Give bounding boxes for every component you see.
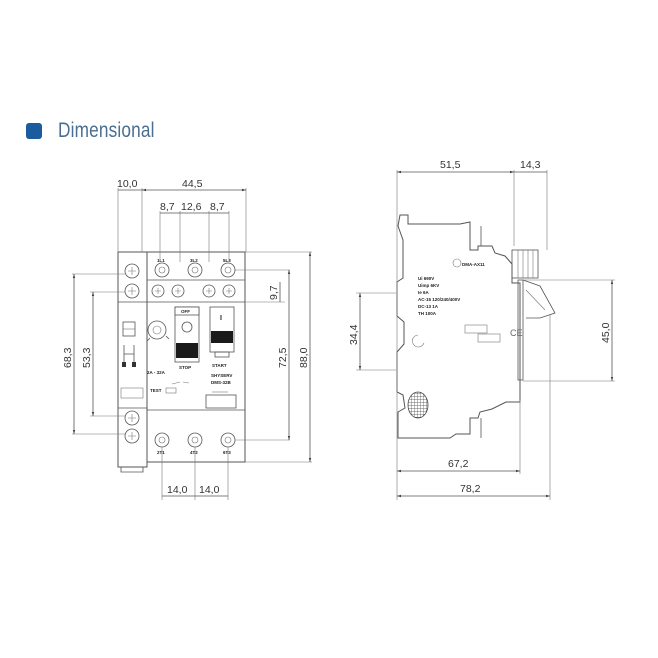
svg-text:START: START bbox=[212, 363, 227, 368]
svg-text:14,3: 14,3 bbox=[520, 159, 541, 171]
svg-text:TH 100A: TH 100A bbox=[418, 311, 437, 316]
svg-text:68,3: 68,3 bbox=[62, 347, 74, 368]
controls-panel: OFF STOP I START SHYSERV DMS-32B 2A - 32… bbox=[120, 306, 237, 409]
svg-text:Uimp 6KV: Uimp 6KV bbox=[418, 283, 439, 288]
svg-text:45,0: 45,0 bbox=[600, 322, 612, 343]
svg-text:34,4: 34,4 bbox=[348, 324, 360, 345]
section-title: Dimensional bbox=[58, 119, 155, 142]
front-dimensions: 10,0 44,5 8,7 12,6 8,7 9,7 72,5 88,0 bbox=[62, 178, 312, 500]
svg-text:AC-15 120/240/400V: AC-15 120/240/400V bbox=[418, 297, 460, 302]
svg-text:6T3: 6T3 bbox=[223, 450, 231, 455]
svg-text:Ie 6A: Ie 6A bbox=[418, 290, 430, 295]
svg-text:88,0: 88,0 bbox=[298, 347, 310, 368]
svg-text:51,5: 51,5 bbox=[440, 159, 461, 171]
side-body-outline bbox=[396, 214, 521, 439]
section-header: Dimensional bbox=[26, 118, 176, 144]
svg-text:9,7: 9,7 bbox=[268, 285, 280, 300]
svg-text:8,7: 8,7 bbox=[210, 201, 225, 213]
svg-text:Ui 690V: Ui 690V bbox=[418, 276, 434, 281]
svg-text:STOP: STOP bbox=[179, 365, 191, 370]
square-bullet-icon bbox=[26, 123, 42, 139]
svg-text:14,0: 14,0 bbox=[199, 484, 220, 496]
svg-text:10,0: 10,0 bbox=[117, 178, 138, 190]
svg-text:53,3: 53,3 bbox=[81, 347, 93, 368]
svg-text:14,0: 14,0 bbox=[167, 484, 188, 496]
svg-text:1L1: 1L1 bbox=[157, 258, 165, 263]
svg-text:OFF: OFF bbox=[181, 309, 190, 314]
aux-module-outline bbox=[117, 251, 148, 468]
svg-text:TEST: TEST bbox=[150, 388, 162, 393]
svg-text:3L2: 3L2 bbox=[190, 258, 198, 263]
front-view: 1L1 3L2 5L3 OFF STOP I bbox=[62, 178, 312, 500]
svg-text:8,7: 8,7 bbox=[160, 201, 175, 213]
svg-text:SHYSERV: SHYSERV bbox=[211, 373, 232, 378]
svg-text:4T2: 4T2 bbox=[190, 450, 198, 455]
svg-text:2A - 32A: 2A - 32A bbox=[147, 370, 166, 375]
svg-text:2T1: 2T1 bbox=[157, 450, 165, 455]
svg-text:44,5: 44,5 bbox=[182, 178, 203, 190]
svg-text:67,2: 67,2 bbox=[448, 458, 469, 470]
svg-text:5L3: 5L3 bbox=[223, 258, 231, 263]
svg-text:12,6: 12,6 bbox=[181, 201, 202, 213]
svg-text:DMA-AX11: DMA-AX11 bbox=[462, 262, 485, 267]
ce-mark: CE bbox=[510, 328, 523, 338]
svg-text:DC-13 1A: DC-13 1A bbox=[418, 304, 439, 309]
vent-grill bbox=[407, 391, 429, 419]
svg-text:I: I bbox=[220, 315, 222, 322]
svg-text:78,2: 78,2 bbox=[460, 483, 481, 495]
svg-text:DMS-32B: DMS-32B bbox=[211, 380, 232, 385]
side-view: DMA-AX11 Ui 690V Uimp 6KV Ie 6A AC-15 12… bbox=[348, 159, 615, 500]
svg-text:72,5: 72,5 bbox=[277, 347, 289, 368]
